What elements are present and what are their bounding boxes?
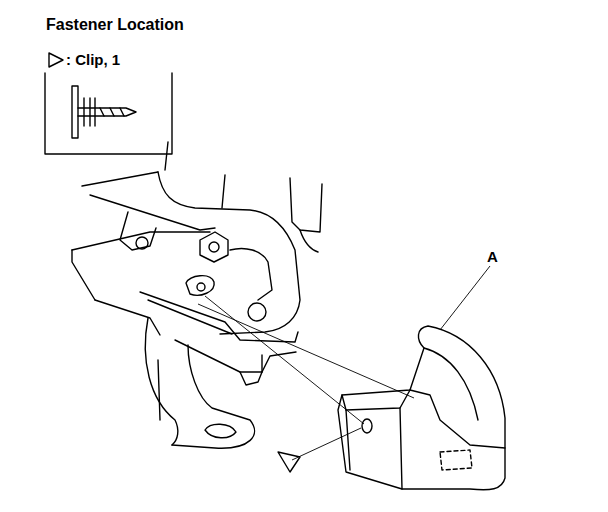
inset-frame	[45, 73, 172, 154]
seat-bracket-assembly	[72, 142, 322, 448]
clip-detail	[72, 86, 136, 138]
cover-part	[338, 326, 505, 490]
leader-lines	[198, 266, 490, 460]
legend-text: : Clip, 1	[66, 51, 120, 68]
part-label: A	[487, 248, 498, 265]
clip-marker	[278, 452, 300, 472]
clip-symbol	[49, 53, 63, 67]
diagram-title: Fastener Location	[46, 16, 184, 34]
